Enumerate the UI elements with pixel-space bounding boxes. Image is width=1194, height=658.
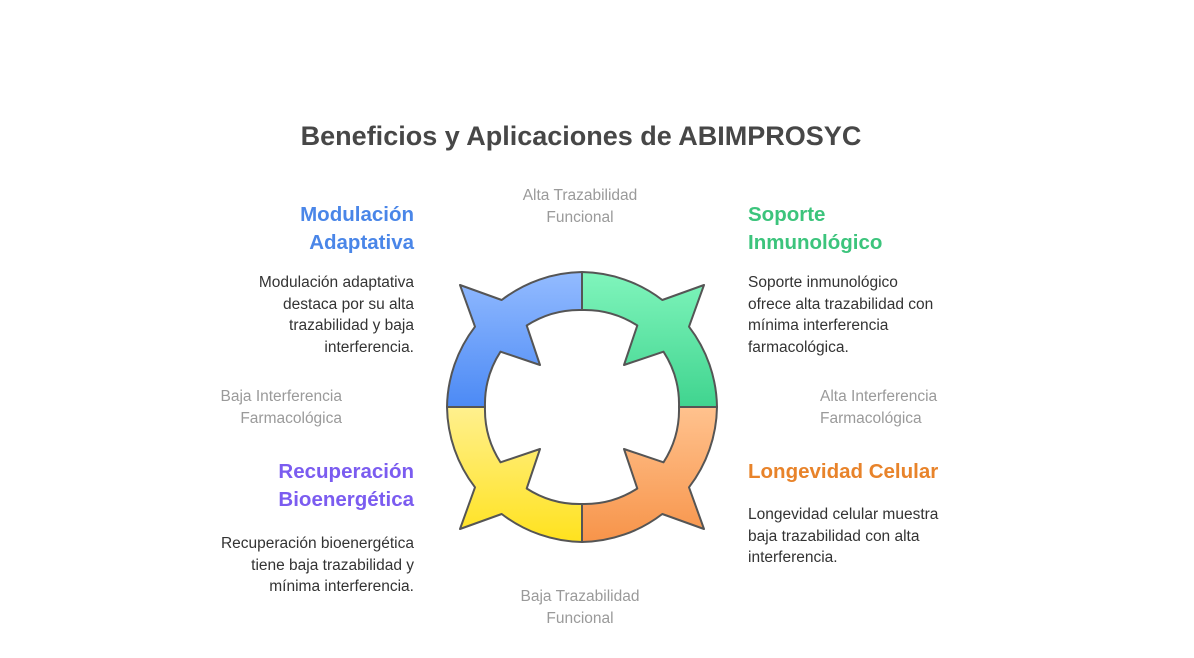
heading-soporte-inmunologico: Soporte Inmunológico	[748, 201, 882, 257]
description-line: ofrece alta trazabilidad con	[748, 295, 934, 313]
description-line: mínima interferencia	[748, 317, 889, 334]
description-line: Longevidad celular muestra	[748, 506, 939, 523]
description-line: interferencia.	[324, 338, 414, 356]
heading-line: Bioenergética	[278, 488, 414, 511]
description-line: Recuperación bioenergética	[220, 535, 414, 552]
description-soporte-inmunologico: Soporte inmunológico ofrece alta trazabi…	[748, 272, 933, 358]
axis-label-line: Funcional	[546, 208, 614, 226]
heading-longevidad-celular: Longevidad Celular	[748, 458, 938, 486]
description-line: interferencia.	[748, 549, 838, 566]
quadrant-longevidad-celular	[581, 406, 718, 543]
description-line: baja trazabilidad con alta	[748, 527, 920, 545]
axis-label-line: Alta Interferencia	[820, 388, 938, 405]
description-line: Soporte inmunológico	[748, 274, 898, 291]
axis-label-line: Funcional	[546, 609, 614, 627]
axis-label-line: Farmacológica	[820, 409, 922, 427]
description-recuperacion-bioenergetica: Recuperación bioenergética tiene baja tr…	[221, 533, 414, 598]
axis-label-top: Alta Trazabilidad Funcional	[480, 185, 680, 228]
description-line: Modulación adaptativa	[258, 274, 414, 291]
axis-label-line: Baja Trazabilidad	[520, 588, 640, 605]
quadrant-modulacion-adaptativa	[446, 271, 583, 408]
quadrant-soporte-inmunologico	[581, 271, 718, 408]
description-modulacion-adaptativa: Modulación adaptativa destaca por su alt…	[259, 272, 414, 358]
heading-line: Recuperación	[278, 460, 414, 483]
page-title: Beneficios y Aplicaciones de ABIMPROSYC	[300, 121, 862, 151]
heading-line: Soporte	[748, 203, 826, 226]
heading-line: Inmunológico	[748, 231, 883, 254]
axis-label-line: Baja Interferencia	[220, 388, 343, 405]
axis-label-line: Farmacológica	[240, 409, 342, 427]
axis-label-line: Alta Trazabilidad	[522, 187, 638, 204]
axis-label-left: Baja Interferencia Farmacológica	[221, 386, 343, 429]
heading-recuperacion-bioenergetica: Recuperación Bioenergética	[278, 458, 414, 514]
description-line: tiene baja trazabilidad y	[251, 556, 414, 574]
description-line: farmacológica.	[748, 338, 849, 356]
axis-label-right: Alta Interferencia Farmacológica	[820, 386, 937, 429]
description-line: mínima interferencia.	[269, 578, 414, 595]
heading-line: Adaptativa	[309, 231, 414, 254]
description-line: destaca por su alta	[283, 295, 414, 313]
quadrant-recuperacion-bioenergetica	[446, 406, 583, 543]
description-line: trazabilidad y baja	[289, 317, 414, 334]
heading-modulacion-adaptativa: Modulación Adaptativa	[300, 201, 414, 257]
heading-line: Modulación	[300, 203, 414, 226]
description-longevidad-celular: Longevidad celular muestra baja trazabil…	[748, 504, 938, 569]
axis-label-bottom: Baja Trazabilidad Funcional	[480, 586, 680, 629]
heading-line: Longevidad Celular	[748, 460, 939, 483]
